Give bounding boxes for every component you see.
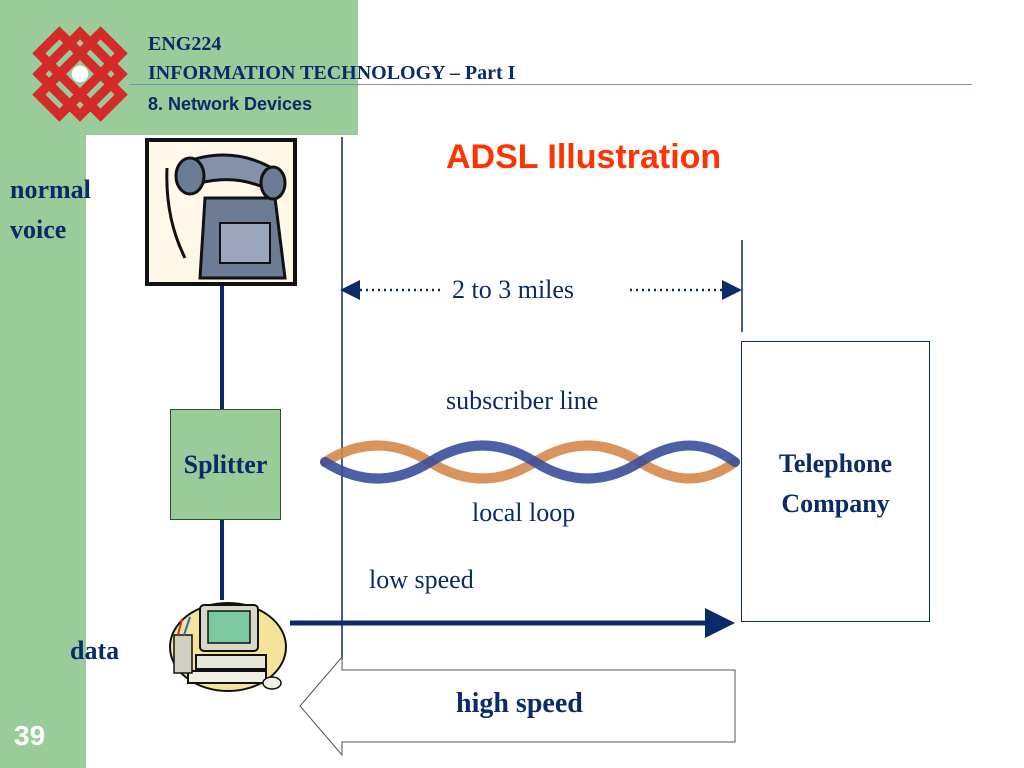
telephone-company-box [741,341,930,622]
high-speed-arrow [299,655,736,757]
header-divider [130,84,972,85]
subscriber-line-label: subscriber line [446,386,599,415]
computer-icon [169,602,287,692]
header-panel [86,0,358,135]
normal-voice-label: normal voice [10,175,91,244]
course-code: ENG224 [148,33,222,55]
chapter-title: 8. Network Devices [148,94,313,114]
data-label: data [70,636,120,665]
page-number: 39 [14,720,46,751]
telephone-company-label: Telephone Company [778,449,893,518]
splitter-box: Splitter [170,409,281,520]
twisted-pair-icon [320,440,740,484]
distance-label: 2 to 3 miles [452,275,575,304]
slide-title: ADSL Illustration [446,138,722,176]
left-sidebar [0,0,86,768]
university-logo-icon [32,26,128,122]
course-title: INFORMATION TECHNOLOGY – Part I [148,62,516,84]
high-speed-label: high speed [456,688,583,719]
telephone-icon [145,138,297,286]
local-loop-label: local loop [472,498,576,527]
low-speed-label: low speed [369,565,474,594]
